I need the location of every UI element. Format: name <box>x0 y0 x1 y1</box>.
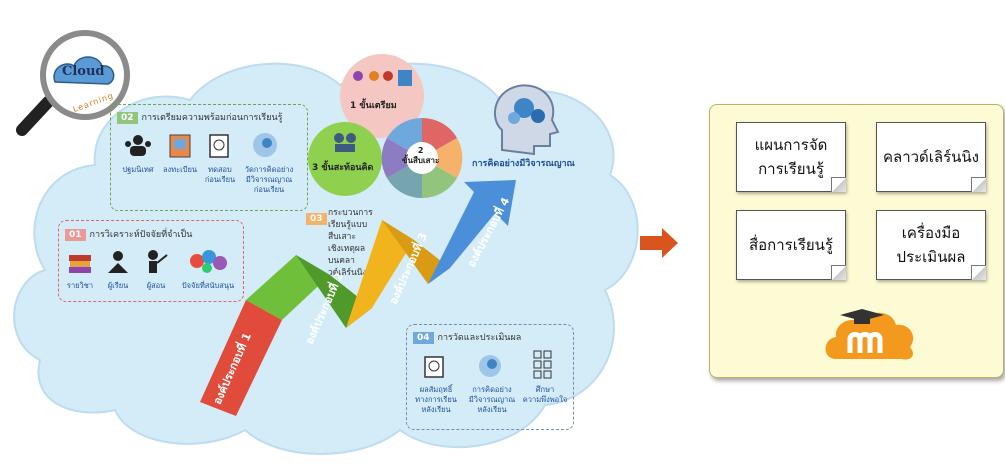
panel-01-badge: 01 <box>65 229 86 241</box>
register-icon <box>169 134 191 158</box>
right-arrow-icon <box>640 228 678 258</box>
note-evaluation-tools: เครื่องมือ ประเมินผล <box>876 210 986 280</box>
panel-04-item-critical-post: การคิดอย่าง มีวิจารณญาณ หลังเรียน <box>468 385 516 414</box>
panel-04-item-achievement: ผลสัมฤทธิ์ ทางการเรียน หลังเรียน <box>415 385 457 414</box>
note-cloud-learning-text: คลาวด์เลิร์นนิง <box>882 148 980 166</box>
cloud-background <box>13 62 639 455</box>
panel-01-title: การวิเคราะห์ปัจจัยที่จำเป็น <box>89 230 193 240</box>
panel-01-item-support: ปัจจัยที่สนับสนุน <box>181 281 235 290</box>
panel-01-item-learner: ผู้เรียน <box>107 281 129 290</box>
note-lesson-plan: แผนการจัด การเรียนรู้ <box>736 122 846 192</box>
people-board-icon <box>353 70 412 86</box>
circle-step-2-label: 2 ขั้นสืบเสาะ <box>402 146 440 165</box>
reflection-people-icon <box>334 133 356 152</box>
panel-01-item-course: รายวิชา <box>66 281 94 290</box>
panel-02-badge: 02 <box>117 112 138 124</box>
student-icon <box>108 251 128 273</box>
circle-step-3-label: 3 ขั้นสะท้อนคิด <box>312 163 374 173</box>
panel-02-item-orientation: ปฐมนิเทศ <box>122 165 154 174</box>
note-cloud-learning: คลาวด์เลิร์นนิง <box>876 122 986 192</box>
note-learning-media: สื่อการเรียนรู้ <box>736 210 846 280</box>
circle-step-3: 3 ขั้นสะท้อนคิด <box>308 122 382 196</box>
panel-03-heading: 03 กระบวนการเรียนรู้แบบสืบเสาะ เชิงเหตุผ… <box>306 206 373 278</box>
critical-thinking-post-icon <box>479 355 501 377</box>
circle-step-1-label: 1 ขั้นเตรียม <box>350 101 397 111</box>
note-learning-media-text: สื่อการเรียนรู้ <box>748 236 833 254</box>
moodle-logo <box>825 309 914 360</box>
panel-03-badge: 03 <box>306 213 327 225</box>
circle-step-2: 2 ขั้นสืบเสาะ <box>380 116 464 200</box>
achievement-test-icon <box>424 356 444 378</box>
inquiry-wheel-icon <box>381 117 463 199</box>
test-icon <box>209 134 229 158</box>
note-evaluation-tools-text: เครื่องมือ ประเมินผล <box>896 224 966 266</box>
group-icon <box>125 135 151 156</box>
critical-thinking-label: การคิดอย่างมีวิจารณญาณ <box>472 159 575 169</box>
panel-02-title: การเตรียมความพร้อมก่อนการเรียนรู้ <box>141 113 283 123</box>
panel-04-badge: 04 <box>413 332 434 344</box>
books-icon <box>69 255 91 273</box>
cloud-learning-logo: Cloud Learning <box>10 20 130 140</box>
panel-01-item-teacher: ผู้สอน <box>146 281 166 290</box>
zigzag-arrow <box>200 180 516 416</box>
panel-02-item-pretest: ทดสอบ ก่อนเรียน <box>204 165 236 184</box>
logo-title: Cloud <box>62 64 105 79</box>
brain-head-icon <box>494 84 560 156</box>
panel-02-item-critical-pre: วัดการคิดอย่าง มีวิจารณญาณ ก่อนเรียน <box>244 165 294 194</box>
brain-gear-icon <box>253 133 277 157</box>
panel-04-item-satisfaction: ศึกษา ความพึงพอใจ <box>522 385 568 404</box>
panel-04-title: การวัดและประเมินผล <box>437 333 522 343</box>
components-box: แผนการจัด การเรียนรู้ คลาวด์เลิร์นนิง สื… <box>709 104 1004 378</box>
panel-02-item-register: ลงทะเบียน <box>162 165 198 174</box>
satisfaction-checklist-icon <box>533 350 552 379</box>
teacher-icon <box>148 250 168 273</box>
note-lesson-plan-text: แผนการจัด การเรียนรู้ <box>754 136 828 178</box>
support-factors-icon <box>190 250 227 273</box>
panel-03-title: กระบวนการเรียนรู้แบบสืบเสาะ เชิงเหตุผลบน… <box>328 208 373 278</box>
